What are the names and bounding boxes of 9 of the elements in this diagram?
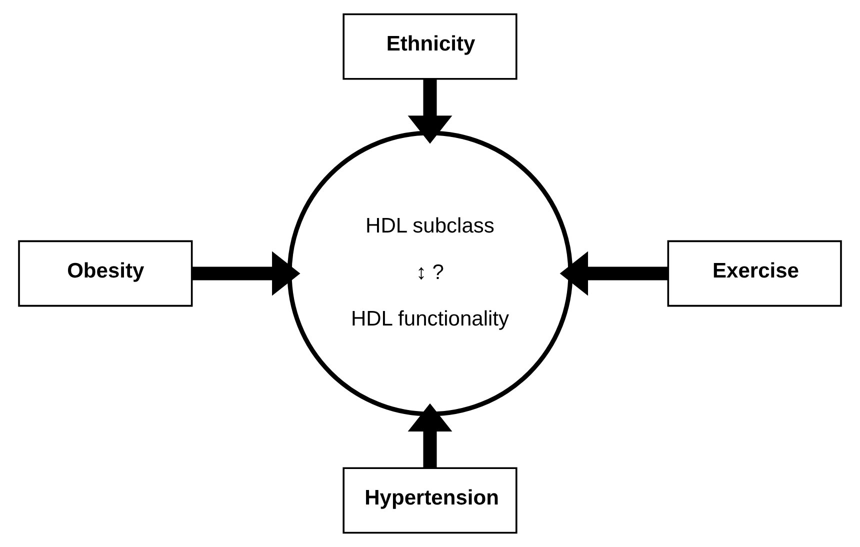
node-box: Hypertension <box>342 467 518 534</box>
arrow <box>560 251 668 296</box>
arrow <box>192 251 300 296</box>
node-box: Exercise <box>667 240 842 307</box>
arrow <box>408 403 452 468</box>
node-box: Obesity <box>18 240 193 307</box>
arrow <box>408 79 452 144</box>
node-circle: HDL subclass ↕ ? HDL functionality <box>287 130 573 416</box>
node-box: Ethnicity <box>342 13 518 80</box>
